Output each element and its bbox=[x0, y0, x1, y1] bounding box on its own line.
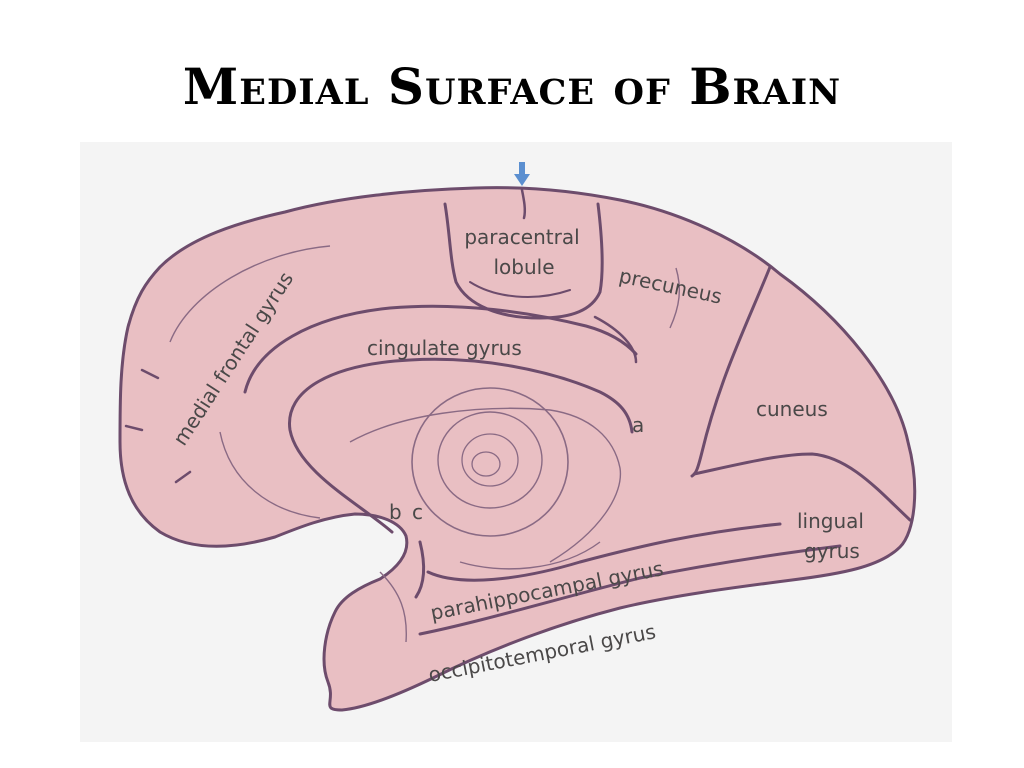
frontal-notch-3 bbox=[174, 470, 192, 484]
central-sulcus-notch bbox=[520, 188, 527, 220]
brain-diagram-svg: paracentral lobule precuneus medial fron… bbox=[80, 142, 952, 742]
uncus-curve bbox=[414, 540, 426, 599]
thalamus-mid bbox=[437, 411, 543, 509]
calcarine-sulcus bbox=[692, 452, 912, 522]
corpus-callosum-outline bbox=[288, 357, 634, 534]
label-paracentral-line1: paracentral bbox=[464, 225, 579, 249]
brain-outline bbox=[118, 186, 917, 712]
frontal-sulcus-2 bbox=[219, 431, 321, 519]
label-cingulate-gyrus: cingulate gyrus bbox=[367, 336, 522, 360]
label-a: a bbox=[632, 413, 644, 437]
thalamus-outer bbox=[411, 387, 569, 537]
frontal-sulcus-1 bbox=[169, 245, 331, 343]
frontal-notch-2 bbox=[124, 424, 144, 432]
frontal-notch-1 bbox=[140, 368, 160, 380]
precuneus-branch bbox=[669, 267, 681, 329]
slide-title: Medial Surface of Brain bbox=[182, 57, 842, 116]
paracentral-inner-line bbox=[469, 281, 571, 298]
parieto-occipital-sulcus bbox=[690, 265, 772, 478]
fornix-line bbox=[349, 407, 622, 563]
cingulate-sulcus bbox=[243, 304, 638, 394]
brain-diagram: paracentral lobule precuneus medial fron… bbox=[80, 142, 952, 742]
parietal-sulcus bbox=[593, 315, 638, 364]
label-paracentral-line2: lobule bbox=[493, 255, 554, 279]
label-cuneus: cuneus bbox=[756, 397, 828, 421]
label-lingual-line1: lingual bbox=[797, 509, 864, 533]
collateral-sulcus bbox=[418, 544, 842, 636]
paracentral-boundary bbox=[443, 202, 604, 320]
interthalamic-adhesion bbox=[471, 451, 501, 477]
label-lingual-line2: gyrus bbox=[804, 539, 860, 563]
hippocampal-curve bbox=[459, 541, 601, 570]
central-sulcus-arrow bbox=[514, 162, 530, 186]
temporal-line bbox=[379, 571, 407, 643]
label-c: c bbox=[412, 500, 423, 524]
thalamus-inner bbox=[461, 433, 519, 487]
label-b: b bbox=[389, 500, 402, 524]
parahippocampal-sulcus bbox=[426, 522, 782, 582]
